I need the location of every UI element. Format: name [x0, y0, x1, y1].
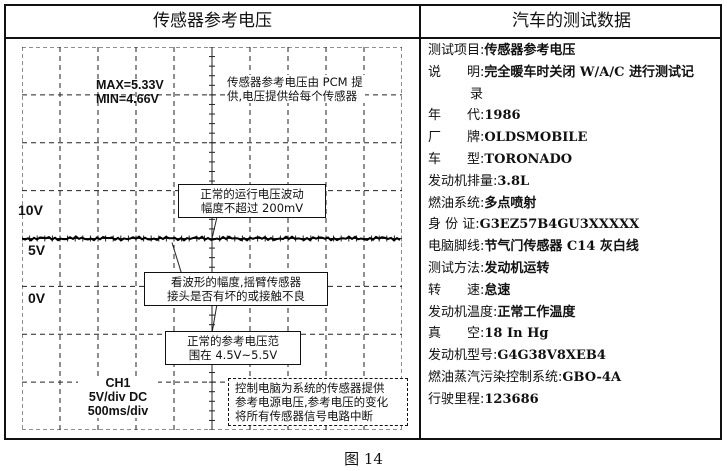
test-data-value: 怠速 [484, 282, 511, 298]
figure-frame: 传感器参考电压 汽车的测试数据 [4, 4, 722, 440]
test-data-row: 年 代:1986 [428, 105, 716, 127]
test-data-key: 燃油系统: [428, 195, 485, 211]
channel-scale: 5V/div DC [88, 390, 148, 404]
test-data-title: 汽车的测试数据 [512, 11, 631, 31]
test-data-row: 燃油系统:多点喷射 [428, 193, 716, 215]
test-data-key: 真 空: [428, 326, 485, 342]
test-data-key: 转 速: [428, 282, 485, 298]
test-data-value: G4G38V8XEB4 [497, 348, 606, 364]
test-data-value: 发动机运转 [484, 260, 550, 276]
min-reading: MIN=4.66V [96, 92, 159, 106]
test-data-value: 完全暖车时关闭 W/A/C 进行测试记 [484, 64, 694, 80]
panel-divider [419, 6, 421, 438]
operating-voltage-callout-line-2: 幅度不超过 200mV [200, 201, 304, 215]
oscilloscope-grid [22, 47, 402, 430]
y-label-5v: 5V [28, 242, 46, 258]
test-data-value: OLDSMOBILE [484, 130, 588, 146]
test-data-key: 厂 牌: [428, 130, 485, 146]
scope-title: 传感器参考电压 [153, 11, 272, 31]
test-data-list: 测试项目:传感器参考电压说 明:完全暖车时关闭 W/A/C 进行测试记录年 代:… [428, 40, 716, 411]
test-data-key: 燃油蒸汽污染控制系统: [428, 369, 563, 385]
test-data-value: 1986 [484, 108, 521, 124]
test-data-row: 测试项目:传感器参考电压 [428, 40, 716, 62]
channel-timebase: 500ms/div [87, 404, 149, 418]
y-label-0v: 0V [28, 290, 46, 306]
test-data-value: TORONADO [484, 151, 573, 167]
waveform-amplitude-callout: 看波形的幅度,摇臂传感器 接头是否有坏的或接触不良 [144, 272, 328, 306]
test-data-row: 身 份 证:G3EZ57B4GU3XXXXX [428, 214, 716, 236]
reference-voltage-note-line-1: 传感器参考电压由 PCM 提 [227, 75, 363, 89]
test-data-value: 多点喷射 [484, 195, 537, 211]
test-data-value: 123686 [484, 391, 539, 407]
test-data-key: 说 明: [428, 64, 485, 80]
operating-voltage-callout: 正常的运行电压波动 幅度不超过 200mV [178, 184, 326, 218]
test-data-row: 厂 牌:OLDSMOBILE [428, 127, 716, 149]
test-data-row: 发动机温度:正常工作温度 [428, 302, 716, 324]
test-data-row-continuation: 录 [470, 86, 484, 102]
test-data-key: 测试项目: [428, 43, 485, 58]
test-data-value: 3.8L [497, 173, 530, 189]
test-data-value: 18 In Hg [484, 326, 549, 342]
waveform-amplitude-callout-line-2: 接头是否有坏的或接触不良 [167, 289, 305, 303]
waveform-amplitude-callout-line-1: 看波形的幅度,摇臂传感器 [170, 275, 302, 289]
test-data-value: 正常工作温度 [497, 304, 576, 320]
channel-name: CH1 [105, 376, 131, 390]
control-computer-callout-line-1: 控制电脑为系统的传感器提供 [235, 381, 385, 395]
callout-leader-line [211, 216, 218, 239]
figure-caption: 图 14 [344, 450, 383, 468]
test-data-row: 燃油蒸汽污染控制系统:GBO-4A [428, 367, 716, 389]
callout-leader-line [171, 242, 183, 276]
test-data-key: 测试方法: [428, 260, 485, 276]
test-data-key: 电脑脚线: [428, 239, 485, 255]
test-data-value: GBO-4A [562, 369, 622, 385]
control-computer-callout: 控制电脑为系统的传感器提供 参考电源电压,参考电压的变化 将所有传感器信号电路中… [228, 378, 408, 426]
test-data-row: 发动机型号:G4G38V8XEB4 [428, 345, 716, 367]
reference-voltage-note-line-2: 供,电压提供给每个传感器 [227, 89, 358, 103]
reference-range-callout-line-2: 围在 4.5V~5.5V [188, 348, 278, 362]
test-data-row: 转 速:怠速 [428, 280, 716, 302]
test-data-row: 行驶里程:123686 [428, 389, 716, 411]
test-data-key: 发动机温度: [428, 304, 498, 320]
oscilloscope-panel [22, 47, 402, 430]
test-data-key: 身 份 证: [428, 217, 480, 233]
test-data-row: 车 型:TORONADO [428, 149, 716, 171]
test-data-row: 测试方法:发动机运转 [428, 258, 716, 280]
test-data-key: 车 型: [428, 151, 485, 167]
test-data-key: 发动机排量: [428, 173, 498, 189]
y-label-10v: 10V [18, 202, 43, 218]
max-reading: MAX=5.33V [96, 78, 164, 92]
voltage-trace [22, 235, 401, 242]
channel-settings: CH1 5V/div DC 500ms/div [78, 376, 158, 418]
test-data-row: 电脑脚线:节气门传感器 C14 灰白线 [428, 236, 716, 258]
test-data-row: 说 明:完全暖车时关闭 W/A/C 进行测试记 [428, 62, 716, 84]
reference-range-callout: 正常的参考电压范 围在 4.5V~5.5V [165, 331, 301, 365]
test-data-value: 节气门传感器 C14 灰白线 [484, 239, 639, 255]
header-rule [6, 37, 720, 39]
test-data-key: 年 代: [428, 108, 485, 124]
test-data-key: 行驶里程: [428, 391, 485, 407]
reference-range-callout-line-1: 正常的参考电压范 [187, 334, 279, 348]
test-data-row: 发动机排量:3.8L [428, 171, 716, 193]
control-computer-callout-line-2: 参考电源电压,参考电压的变化 [235, 395, 389, 409]
test-data-value: G3EZ57B4GU3XXXXX [479, 217, 640, 233]
control-computer-callout-line-3: 将所有传感器信号电路中断 [235, 409, 373, 423]
reference-voltage-note: 传感器参考电压由 PCM 提 供,电压提供给每个传感器 [225, 75, 365, 103]
test-data-value: 传感器参考电压 [484, 43, 576, 58]
test-data-key: 发动机型号: [428, 348, 498, 364]
test-data-row: 真 空:18 In Hg [428, 323, 716, 345]
operating-voltage-callout-line-1: 正常的运行电压波动 [200, 187, 304, 201]
